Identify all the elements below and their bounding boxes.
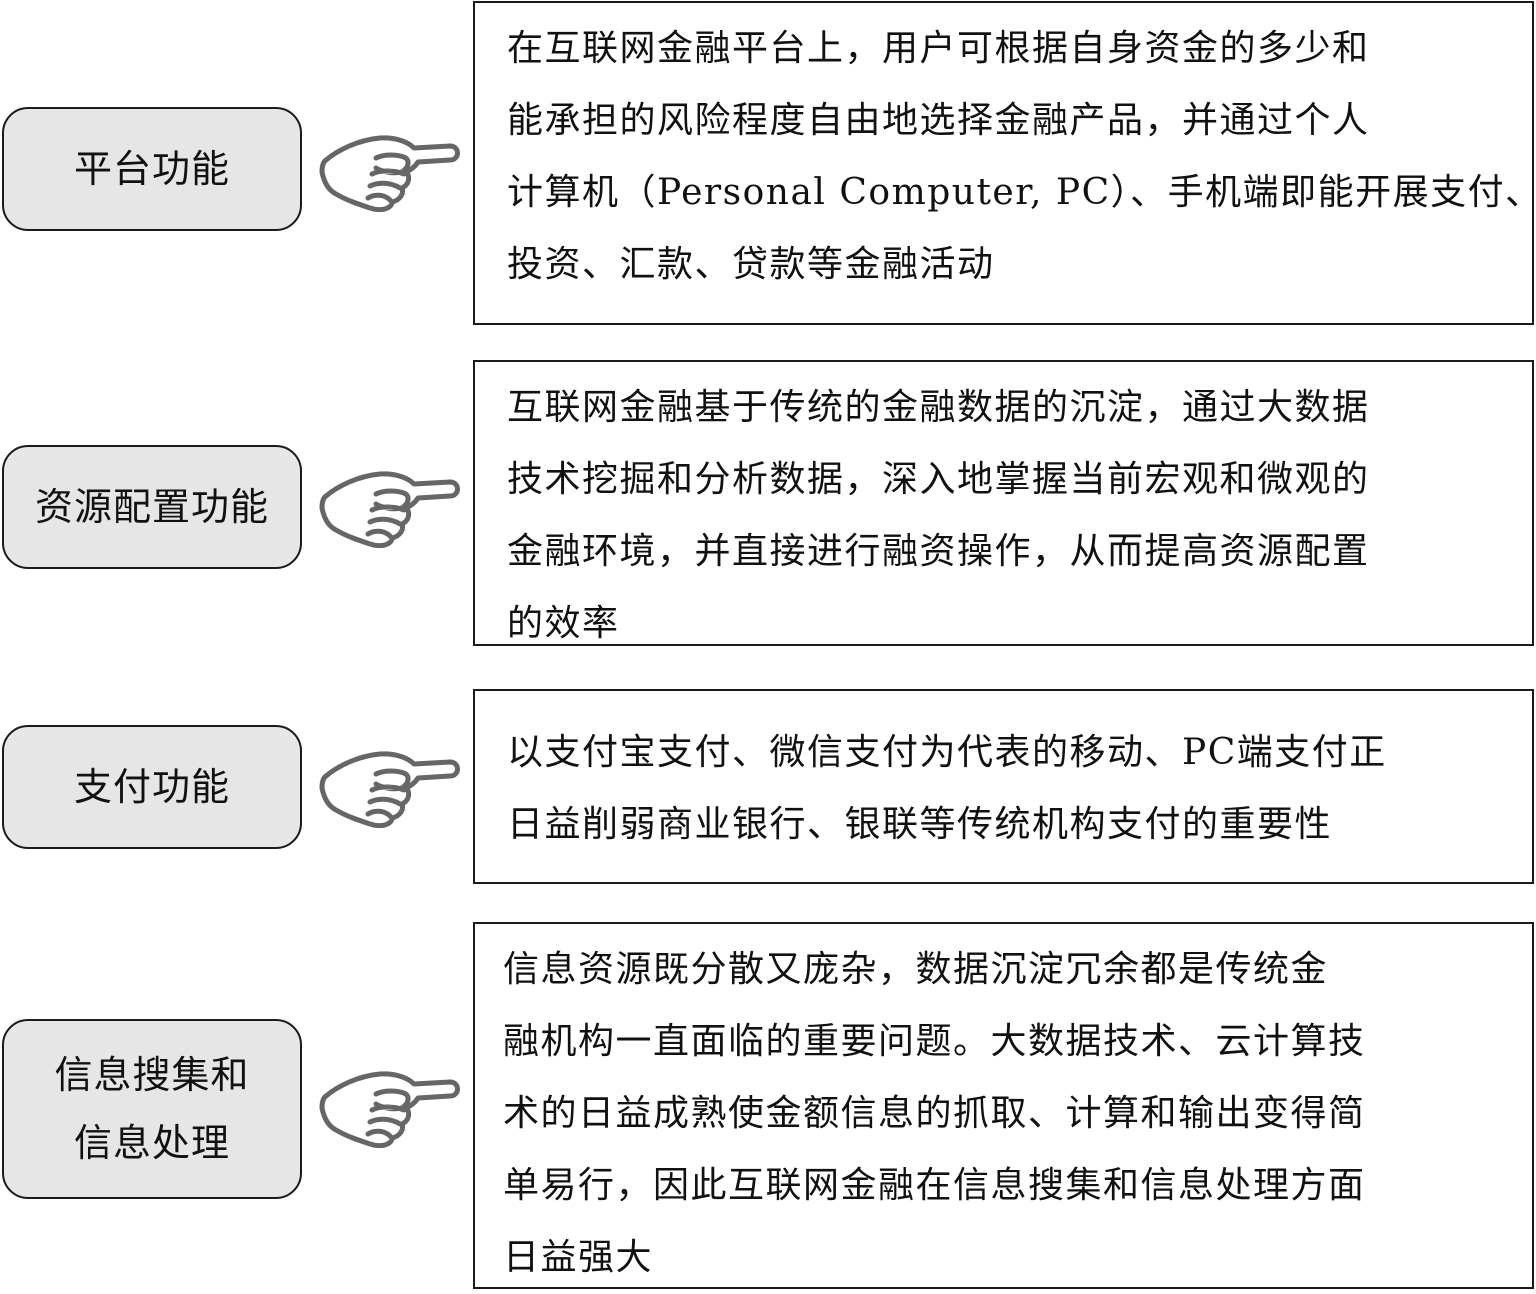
description-line: 术的日益成熟使金额信息的抓取、计算和输出变得简 xyxy=(503,1093,1366,1134)
description-line: 在互联网金融平台上，用户可根据自身资金的多少和 xyxy=(507,28,1370,69)
label-resource-allocation: 资源配置功能 xyxy=(2,445,302,569)
description-line: 以支付宝支付、微信支付为代表的移动、PC端支付正 xyxy=(507,732,1387,773)
description-line: 日益削弱商业银行、银联等传统机构支付的重要性 xyxy=(507,804,1333,845)
label-text: 资源配置功能 xyxy=(34,485,269,529)
description-platform-function: 在互联网金融平台上，用户可根据自身资金的多少和 能承担的风险程度自由地选择金融产… xyxy=(473,1,1536,325)
description-information-collection-processing: 信息资源既分散又庞杂，数据沉淀冗余都是传统金 融机构一直面临的重要问题。大数据技… xyxy=(473,922,1534,1289)
pointing-hand-icon-graphic xyxy=(319,135,460,212)
description-resource-allocation: 互联网金融基于传统的金融数据的沉淀，通过大数据 技术挖掘和分析数据，深入地掌握当… xyxy=(473,360,1534,646)
description-line: 融机构一直面临的重要问题。大数据技术、云计算技 xyxy=(503,1021,1366,1062)
pointing-hand-icon xyxy=(318,132,462,212)
description-line: 的效率 xyxy=(507,603,620,644)
label-text-line: 信息处理 xyxy=(73,1121,230,1165)
label-text: 平台功能 xyxy=(73,147,230,191)
label-payment-function: 支付功能 xyxy=(2,725,302,849)
label-text: 支付功能 xyxy=(73,765,230,809)
description-line: 能承担的风险程度自由地选择金融产品，并通过个人 xyxy=(507,100,1370,141)
description-line: 单易行，因此互联网金融在信息搜集和信息处理方面 xyxy=(503,1165,1366,1206)
pointing-hand-icon-graphic xyxy=(319,751,460,828)
pointing-hand-icon xyxy=(318,1068,462,1148)
description-line: 技术挖掘和分析数据，深入地掌握当前宏观和微观的 xyxy=(507,459,1370,500)
description-payment-function: 以支付宝支付、微信支付为代表的移动、PC端支付正 日益削弱商业银行、银联等传统机… xyxy=(473,689,1534,884)
label-text-line: 信息搜集和 xyxy=(54,1053,250,1097)
description-line: 日益强大 xyxy=(503,1237,654,1278)
description-line: 金融环境，并直接进行融资操作，从而提高资源配置 xyxy=(507,531,1370,572)
pointing-hand-icon xyxy=(318,748,462,828)
description-line: 信息资源既分散又庞杂，数据沉淀冗余都是传统金 xyxy=(503,949,1329,990)
label-text-group: 信息搜集和 信息处理 xyxy=(54,1041,249,1177)
pointing-hand-icon-graphic xyxy=(319,1071,460,1148)
description-line: 计算机（Personal Computer, PC）、手机端即能开展支付、 xyxy=(507,172,1536,213)
pointing-hand-icon-graphic xyxy=(319,471,460,548)
description-line: 互联网金融基于传统的金融数据的沉淀，通过大数据 xyxy=(507,387,1370,428)
pointing-hand-icon xyxy=(318,468,462,548)
description-line: 投资、汇款、贷款等金融活动 xyxy=(507,244,995,285)
label-information-collection-processing: 信息搜集和 信息处理 xyxy=(2,1019,302,1199)
label-platform-function: 平台功能 xyxy=(2,107,302,231)
